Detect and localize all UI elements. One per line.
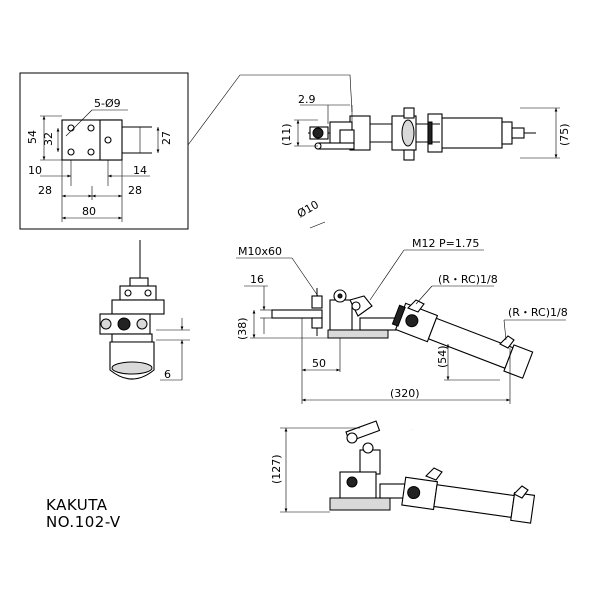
dim-127: (127) [270, 454, 283, 484]
base-plate-side [327, 329, 389, 339]
rod-diameter-label: Ø10 [295, 198, 321, 221]
mounting-hole [87, 148, 95, 156]
side-view: Ø10 M10x60 M12 P=1.75 (R・ [236, 198, 568, 404]
dim-14: 14 [133, 164, 147, 177]
mounting-hole [67, 124, 75, 132]
dim-32: 32 [42, 132, 55, 146]
dim-6: 6 [164, 368, 171, 381]
dim-28-left: 28 [38, 184, 52, 197]
base-plate-detail: 5-Ø9 54 32 27 10 14 28 28 80 [19, 72, 353, 230]
dim-2-9: 2.9 [298, 93, 316, 106]
clamp-arm [271, 309, 323, 319]
dim-50: 50 [312, 357, 326, 370]
port-label-2: (R・RC)1/8 [508, 306, 568, 319]
air-fitting [511, 127, 525, 139]
port-label-1: (R・RC)1/8 [438, 273, 498, 286]
holes-callout: 5-Ø9 [94, 97, 121, 110]
maker-name: KAKUTA [46, 496, 108, 514]
mounting-hole [67, 148, 75, 156]
dim-54-side: (54) [436, 345, 449, 368]
dim-10: 10 [28, 164, 42, 177]
mounting-hole [104, 136, 112, 144]
dim-11: (11) [280, 123, 293, 146]
dim-320: (320) [390, 387, 420, 400]
open-view: (127) [270, 420, 536, 524]
dim-38: (38) [236, 317, 249, 340]
dim-28-right: 28 [128, 184, 142, 197]
front-view: 6 [99, 240, 190, 381]
base-plate-open [329, 497, 391, 511]
dim-80: 80 [82, 205, 96, 218]
spindle-nut [312, 127, 324, 139]
top-view: 2.9 (11) (75) [280, 93, 571, 161]
detail-leader-line [187, 74, 353, 146]
dim-16: 16 [250, 273, 264, 286]
thread-label: M12 P=1.75 [412, 237, 479, 250]
brand-block: KAKUTA NO.102-V [46, 496, 121, 531]
detail-frame [19, 72, 189, 230]
dim-27: 27 [160, 131, 173, 145]
mounting-hole [87, 124, 95, 132]
dim-75: (75) [558, 123, 571, 146]
dim-54: 54 [26, 130, 39, 144]
bolt-label: M10x60 [238, 245, 282, 258]
cylinder-body [439, 117, 503, 149]
open-cylinder [433, 484, 515, 518]
model-number: NO.102-V [46, 513, 121, 531]
